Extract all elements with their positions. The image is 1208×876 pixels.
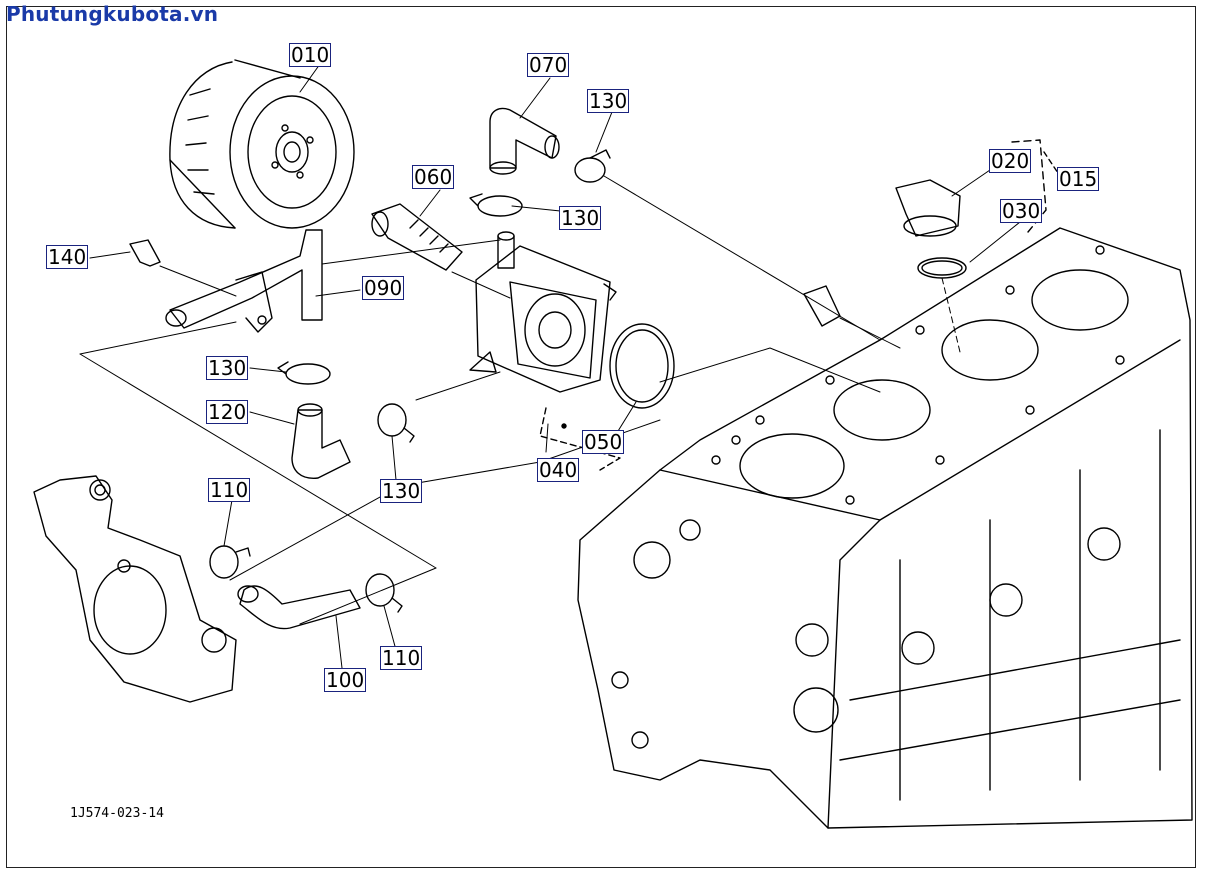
hose-100-drawing	[237, 585, 361, 630]
elbow-120-drawing	[291, 403, 351, 479]
callout-070: 070	[527, 53, 570, 77]
watermark: Phutungkubota.vn	[6, 2, 219, 26]
hose-clamp-drawings	[209, 149, 611, 613]
callout-050: 050	[582, 430, 625, 454]
callout-110-right: 110	[380, 646, 423, 670]
water-pump-housing-drawing	[33, 475, 237, 703]
oil-filter-drawing	[169, 59, 355, 229]
fitting-drawing	[371, 203, 463, 271]
callout-120: 120	[206, 400, 249, 424]
callout-130-top: 130	[587, 89, 630, 113]
oil-cooler-drawing	[469, 231, 621, 471]
bolt-drawing	[129, 239, 161, 267]
callout-140: 140	[46, 245, 89, 269]
callout-130-left: 130	[206, 356, 249, 380]
filler-cap-drawing	[895, 139, 1061, 279]
callout-060: 060	[412, 165, 455, 189]
elbow-hose-drawing	[489, 107, 560, 175]
reference-lines	[79, 63, 1021, 669]
drawing-code: 1J574-023-14	[70, 806, 164, 821]
callout-030: 030	[1000, 199, 1043, 223]
callout-100: 100	[324, 668, 367, 692]
callout-015: 015	[1057, 167, 1100, 191]
callout-010: 010	[289, 43, 332, 67]
pipe-assembly-drawing	[165, 229, 323, 333]
callout-130-mid: 130	[559, 206, 602, 230]
callout-040: 040	[537, 458, 580, 482]
o-ring-drawing	[609, 323, 675, 409]
callout-110-left: 110	[208, 478, 251, 502]
drawing-frame	[6, 6, 1196, 868]
engine-block-drawing	[577, 227, 1193, 829]
callout-020: 020	[989, 149, 1032, 173]
callout-090: 090	[362, 276, 405, 300]
callout-130-low: 130	[380, 479, 423, 503]
